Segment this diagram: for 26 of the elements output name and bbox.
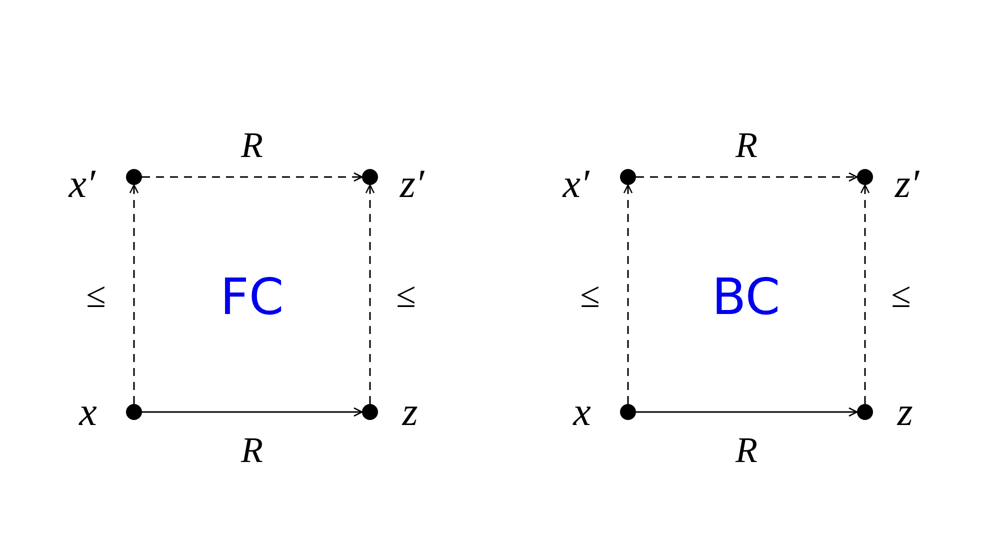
diagram-label: FC [220,272,284,322]
arrow [365,184,375,404]
arrow [623,184,633,404]
arrow [142,407,363,417]
arrow [636,407,858,417]
arrow [636,172,858,182]
arrow [129,184,139,404]
point-label: z′ [894,164,920,204]
point-dot [620,169,636,185]
point-label: z [897,392,913,432]
point-label: z′ [400,164,424,204]
arrow [860,184,870,404]
point-label: x [79,392,97,432]
point-label: x [573,392,591,432]
point-dot [620,404,636,420]
point-label: x′ [562,164,590,204]
point-dot [126,169,142,185]
point-dot [126,404,142,420]
arrow [142,172,363,182]
point-dot [857,404,873,420]
point-label: x′ [68,164,96,204]
diagram-label: BC [712,272,780,322]
point-dot [362,404,378,420]
point-dot [857,169,873,185]
point-label: z [402,392,418,432]
point-dot [362,169,378,185]
